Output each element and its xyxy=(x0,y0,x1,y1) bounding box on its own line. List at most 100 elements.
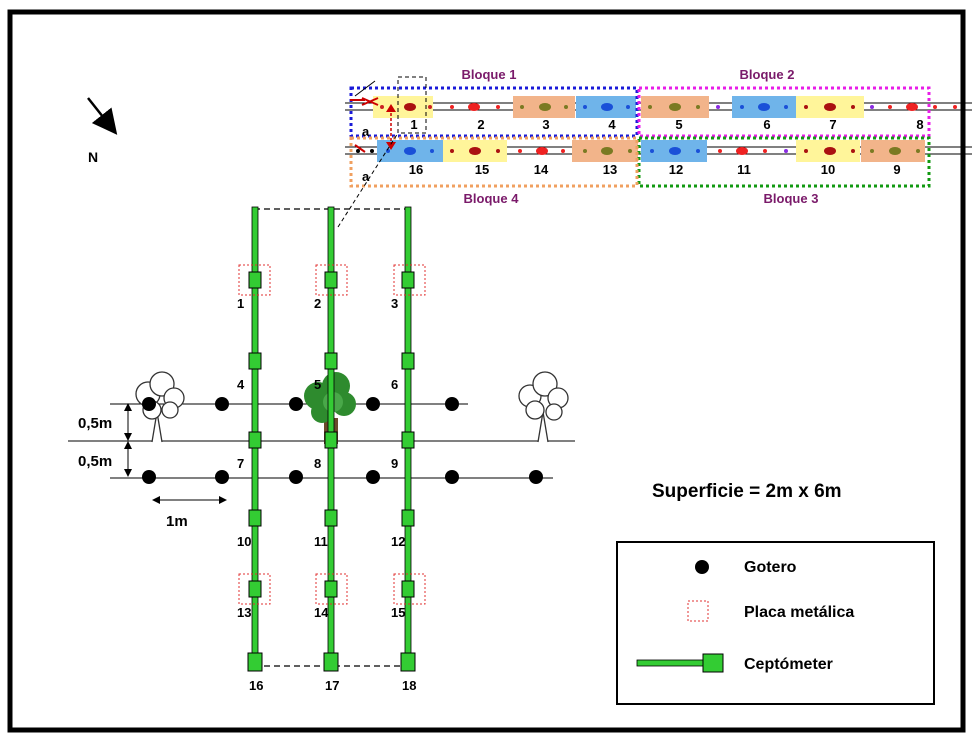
block-1-outline xyxy=(349,86,639,138)
row-marker-a-top: a xyxy=(362,124,370,139)
plot-number: 13 xyxy=(603,162,617,177)
dimension-label-row-spacing: 0,5m xyxy=(78,415,112,432)
plot-number: 12 xyxy=(669,162,683,177)
position-number: 2 xyxy=(314,296,321,311)
position-number: 11 xyxy=(314,534,328,549)
plot-number: 9 xyxy=(893,162,900,177)
plot-number: 3 xyxy=(542,117,549,132)
zoom-connector-diagonal xyxy=(337,132,399,228)
block-3-label: Bloque 3 xyxy=(764,191,819,206)
dripper-icon xyxy=(215,397,229,411)
legend: Gotero Placa metálica Ceptómeter xyxy=(616,541,935,705)
ceptometer-sensor xyxy=(324,431,338,449)
north-indicator: N xyxy=(87,97,118,165)
position-number: 14 xyxy=(314,605,329,620)
ceptometer-sensor-icon xyxy=(702,653,724,673)
legend-ceptometer-label: Ceptómeter xyxy=(744,656,833,673)
position-number: 7 xyxy=(237,456,244,471)
position-number: 1 xyxy=(237,296,244,311)
dripper-icon xyxy=(529,470,543,484)
dripper-icon xyxy=(142,397,156,411)
bottom-row-plants xyxy=(356,147,920,155)
plot-number: 7 xyxy=(829,117,836,132)
position-number: 3 xyxy=(391,296,398,311)
plot-number: 10 xyxy=(821,162,835,177)
metal-plate-icon xyxy=(687,600,709,622)
row-marker-a-bottom: a xyxy=(362,169,370,184)
zoom-selection-box xyxy=(397,76,427,134)
legend-plate-label: Placa metálica xyxy=(744,604,854,621)
dripper-icon xyxy=(142,470,156,484)
metal-plate xyxy=(238,264,271,296)
dimension-label-row-spacing: 0,5m xyxy=(78,453,112,470)
dripper-icon xyxy=(289,470,303,484)
outer-frame xyxy=(7,9,966,733)
ceptometer-sensor xyxy=(324,352,338,370)
position-number: 12 xyxy=(391,534,405,549)
metal-plate xyxy=(238,573,271,605)
position-number: 15 xyxy=(391,605,405,620)
ceptometer-sensor xyxy=(400,652,416,672)
dripper-icon xyxy=(366,397,380,411)
ceptometer-sensor xyxy=(401,352,415,370)
plot-fill-1 xyxy=(373,96,433,118)
dimension-annotations xyxy=(110,403,227,504)
position-number: 8 xyxy=(314,456,321,471)
block-1-label: Bloque 1 xyxy=(462,67,517,82)
dripper-icon xyxy=(695,560,709,574)
plot-number: 2 xyxy=(477,117,484,132)
position-number: 5 xyxy=(314,377,321,392)
field-blocks-schematic: a a Bloque 1 Bloque 2 Bloque 3 Bloque 4 … xyxy=(345,67,972,206)
ceptometer-sensor xyxy=(401,509,415,527)
ceptometer-sensor xyxy=(248,509,262,527)
north-label: N xyxy=(88,149,98,165)
position-number: 18 xyxy=(402,678,416,693)
ceptometer-sensor xyxy=(324,580,338,598)
ceptometer-sensor xyxy=(248,431,262,449)
dripper-icon xyxy=(445,470,459,484)
position-number: 16 xyxy=(249,678,263,693)
legend-dripper-label: Gotero xyxy=(744,559,797,576)
position-number: 4 xyxy=(237,377,245,392)
plot-number: 5 xyxy=(675,117,682,132)
top-row-plants xyxy=(380,103,957,111)
north-arrow-icon xyxy=(87,97,118,135)
tree-outline-icon xyxy=(518,371,569,443)
metal-plate xyxy=(315,264,348,296)
ceptometer-sensor xyxy=(248,352,262,370)
ceptometer-sensor xyxy=(401,580,415,598)
surface-label: Superficie = 2m x 6m xyxy=(652,481,842,502)
plot-number: 1 xyxy=(410,117,417,132)
position-number: 6 xyxy=(391,377,398,392)
ceptometer-sensor xyxy=(247,652,263,672)
position-number: 17 xyxy=(325,678,339,693)
plot-number: 14 xyxy=(534,162,549,177)
ceptometer-sensor xyxy=(323,652,339,672)
red-row-markers xyxy=(350,80,396,153)
dripper-icon xyxy=(445,397,459,411)
plot-number: 11 xyxy=(737,162,751,177)
metal-plates xyxy=(238,264,426,605)
metal-plate xyxy=(393,573,426,605)
dripper-icon xyxy=(215,470,229,484)
plot-number: 4 xyxy=(608,117,616,132)
position-number: 10 xyxy=(237,534,251,549)
plot-number: 16 xyxy=(409,162,423,177)
plot-number: 15 xyxy=(475,162,489,177)
ceptometer-sensor xyxy=(248,271,262,289)
ceptometer-sensor xyxy=(401,431,415,449)
position-number: 9 xyxy=(391,456,398,471)
ceptometer-sensor xyxy=(324,509,338,527)
ceptometer-sensor xyxy=(324,271,338,289)
ceptometer-sensor xyxy=(248,580,262,598)
legend-box xyxy=(616,541,935,705)
drippers xyxy=(142,397,543,484)
block-2-label: Bloque 2 xyxy=(740,67,795,82)
block-4-outline xyxy=(349,136,639,188)
ceptometer-sensors xyxy=(247,271,416,672)
metal-plate xyxy=(393,264,426,296)
